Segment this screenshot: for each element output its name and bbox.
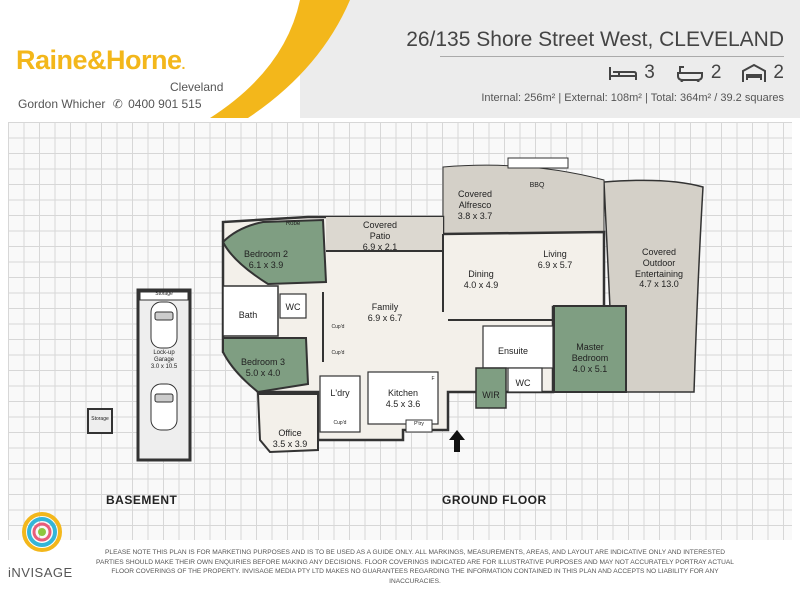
room-label-ensuite: Ensuite xyxy=(497,346,529,356)
bedroom-count: 3 xyxy=(644,62,655,83)
ground-floor-label: GROUND FLOOR xyxy=(442,493,547,507)
wc-2-room xyxy=(507,367,543,393)
bathroom-count: 2 xyxy=(710,62,722,83)
phone-icon: ✆ xyxy=(112,97,123,111)
wc-1-room xyxy=(279,293,307,319)
label-cupd-2: Cup'd xyxy=(331,350,345,356)
label-robe: Robe xyxy=(285,221,301,227)
garage-icon xyxy=(742,63,767,82)
wir-room xyxy=(475,367,507,409)
agent-phone[interactable]: 0400 901 515 xyxy=(128,97,202,111)
label-cupd-1: Cup'd xyxy=(331,324,345,330)
label-pantry: P'try xyxy=(414,421,424,427)
basement-label: BASEMENT xyxy=(106,493,178,507)
bed-icon xyxy=(609,67,638,80)
garage-count: 2 xyxy=(773,62,784,83)
bedroom-3-room xyxy=(222,337,310,394)
invisage-logo-icon xyxy=(22,512,62,552)
listing-header: Raine&Horne. Cleveland Gordon Whicher ✆ … xyxy=(0,0,800,118)
basement-storage xyxy=(87,408,113,434)
pantry xyxy=(405,419,433,433)
room-label-wc-1: WC xyxy=(285,302,301,312)
bath-icon xyxy=(676,66,703,82)
covered-outdoor-area xyxy=(603,179,704,393)
office-name: Cleveland xyxy=(170,80,224,94)
floor-plan-drawing xyxy=(87,157,704,462)
room-label-bath: Bath xyxy=(238,310,258,320)
room-label-wir: WIR xyxy=(482,390,500,400)
alfresco-area xyxy=(442,164,605,235)
patio-area xyxy=(326,217,443,251)
room-label-wc-2: WC xyxy=(515,378,531,388)
property-features: 3 2 2 xyxy=(608,62,784,84)
garage-storage xyxy=(139,291,189,301)
area-summary: Internal: 256m² | External: 108m² | Tota… xyxy=(481,92,784,104)
brand-logo: Raine&Horne. xyxy=(16,45,185,75)
label-fridge: F xyxy=(431,376,435,382)
disclaimer-text: Please note this plan is for marketing p… xyxy=(96,549,734,585)
bedroom-2-room xyxy=(221,218,328,286)
room-label-ldry: L'dry xyxy=(330,388,350,398)
bath-room xyxy=(222,285,279,337)
label-bbq: BBQ xyxy=(529,182,545,189)
label-cupd-3: Cup'd xyxy=(333,420,347,426)
master-bedroom-room xyxy=(553,305,627,393)
laundry-room xyxy=(319,375,361,433)
invisage-brand: iNVISAGE xyxy=(8,565,73,580)
agent-contact: Gordon Whicher ✆ 0400 901 515 xyxy=(18,97,202,111)
kitchen-room xyxy=(367,371,439,425)
property-address: 26/135 Shore Street West, CLEVELAND xyxy=(406,28,784,51)
label-storage-garage: Storage xyxy=(155,291,173,297)
divider xyxy=(440,56,784,57)
yellow-swoosh-icon xyxy=(210,0,350,118)
bbq-bench xyxy=(507,157,569,169)
label-storage-basement: Storage xyxy=(91,416,109,422)
car-icon xyxy=(150,301,178,431)
entry-arrow-icon xyxy=(449,430,465,452)
agent-name: Gordon Whicher xyxy=(18,97,106,111)
office-room xyxy=(256,393,319,454)
